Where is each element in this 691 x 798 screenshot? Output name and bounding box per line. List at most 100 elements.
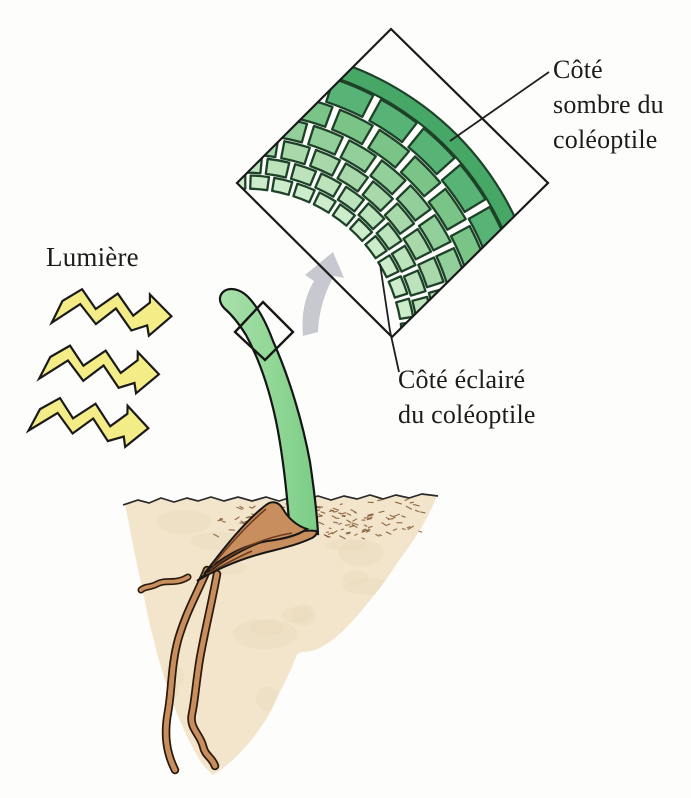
stipple-mark (362, 528, 367, 531)
inset-cell (237, 63, 277, 92)
light-label: Lumière (46, 242, 139, 272)
soil-mottle-patch (233, 619, 297, 649)
light-ray-icon (37, 337, 163, 398)
stipple-mark (352, 518, 358, 522)
inset-cell (270, 176, 294, 196)
stipple-mark (392, 528, 398, 532)
stipple-mark (218, 518, 223, 521)
root-left (163, 567, 210, 773)
stipple-mark (367, 528, 371, 531)
inset-cell (166, 95, 205, 124)
stipple-mark (318, 521, 325, 526)
stipple-mark (351, 523, 358, 529)
inset-cell (325, 77, 375, 119)
stipple-mark (245, 516, 253, 519)
inset-cell (249, 174, 271, 192)
roots (137, 565, 222, 775)
stipple-mark (333, 521, 339, 524)
soil-mottle-patch (256, 687, 280, 711)
inset-cell (395, 184, 432, 222)
inset-cell (238, 156, 263, 175)
inset-cell (369, 159, 407, 196)
sample-region-box (233, 300, 295, 362)
stipple-mark (401, 515, 406, 518)
stipple-mark (363, 524, 368, 528)
inset-cell (336, 162, 370, 193)
inset-cell (164, 121, 198, 148)
lit-side-label: Côté éclairé du coléoptile (398, 365, 536, 429)
soil-mottle-patch (250, 620, 284, 636)
soil-mottle-patch (342, 579, 404, 595)
stipple-mark (367, 513, 374, 516)
stipple-mark (331, 515, 336, 519)
inset-cell (377, 254, 400, 279)
inset-cell (427, 287, 453, 318)
stipple-mark (393, 513, 401, 517)
inset-cell (264, 157, 291, 179)
stipple-mark (389, 514, 396, 519)
inset-cell (368, 98, 418, 144)
stipple-mark (340, 528, 344, 531)
inset-cell (330, 108, 374, 146)
stipple-mark (239, 505, 244, 509)
inset-cell (447, 282, 475, 319)
stipple-mark (354, 533, 358, 537)
stipple-mark (412, 503, 420, 507)
inset-cell (308, 148, 342, 177)
stipple-mark (330, 509, 335, 513)
coleoptile-shoot (218, 287, 320, 536)
seed-husk (203, 501, 310, 575)
stipple-mark (339, 535, 346, 540)
stipple-mark (325, 531, 330, 534)
soil-mottle-patch (281, 607, 313, 623)
inset-cell (292, 182, 316, 204)
stipple-mark (328, 527, 332, 530)
inset-cell (387, 275, 409, 299)
stipple-mark (406, 526, 411, 529)
stipple-mark (234, 516, 240, 521)
inset-cell (181, 65, 225, 95)
stipple-mark (236, 506, 243, 511)
inset-cell (314, 172, 343, 198)
inset-cell (427, 187, 467, 231)
stipple-mark (332, 507, 340, 511)
inset-cell (289, 163, 318, 187)
inset-cell (417, 213, 452, 252)
stipple-mark (414, 509, 420, 513)
soil-mottle-patch (378, 655, 437, 673)
inset-cell (339, 139, 378, 174)
dark-side-label: Côté sombre du coléoptile (553, 55, 664, 154)
stipple-mark (341, 514, 346, 518)
stipple-mark (331, 530, 338, 535)
soil-mottle-patch (343, 571, 369, 585)
stipple-mark (377, 499, 383, 502)
stipple-mark (367, 525, 373, 529)
stipple-mark (361, 529, 368, 533)
inset-cells (132, 45, 543, 337)
light-ray-icon (27, 389, 153, 452)
inset-cell (474, 308, 501, 337)
inset-cell (390, 244, 417, 273)
stipple-mark (345, 531, 351, 534)
stipple-mark (361, 537, 366, 540)
stipple-mark (381, 522, 388, 527)
soil-mottle-patch (157, 510, 211, 534)
inset-cell (367, 128, 411, 169)
stipple-mark (346, 532, 351, 535)
inset-cell (395, 297, 415, 321)
stipple-mark (334, 517, 340, 519)
inset-cell (132, 74, 179, 110)
inset-cell (201, 116, 233, 139)
leader-line-lit-side (379, 263, 400, 373)
inset-cell (375, 222, 403, 251)
stipple-mark (375, 533, 380, 537)
stipple-mark (378, 510, 385, 514)
light-rays (27, 281, 175, 452)
stipple-mark (350, 508, 356, 513)
stipple-mark (316, 505, 324, 508)
inset-cell (465, 265, 497, 308)
inset-cell (203, 177, 223, 193)
stipple-mark (219, 517, 224, 520)
stipple-mark (327, 531, 334, 536)
